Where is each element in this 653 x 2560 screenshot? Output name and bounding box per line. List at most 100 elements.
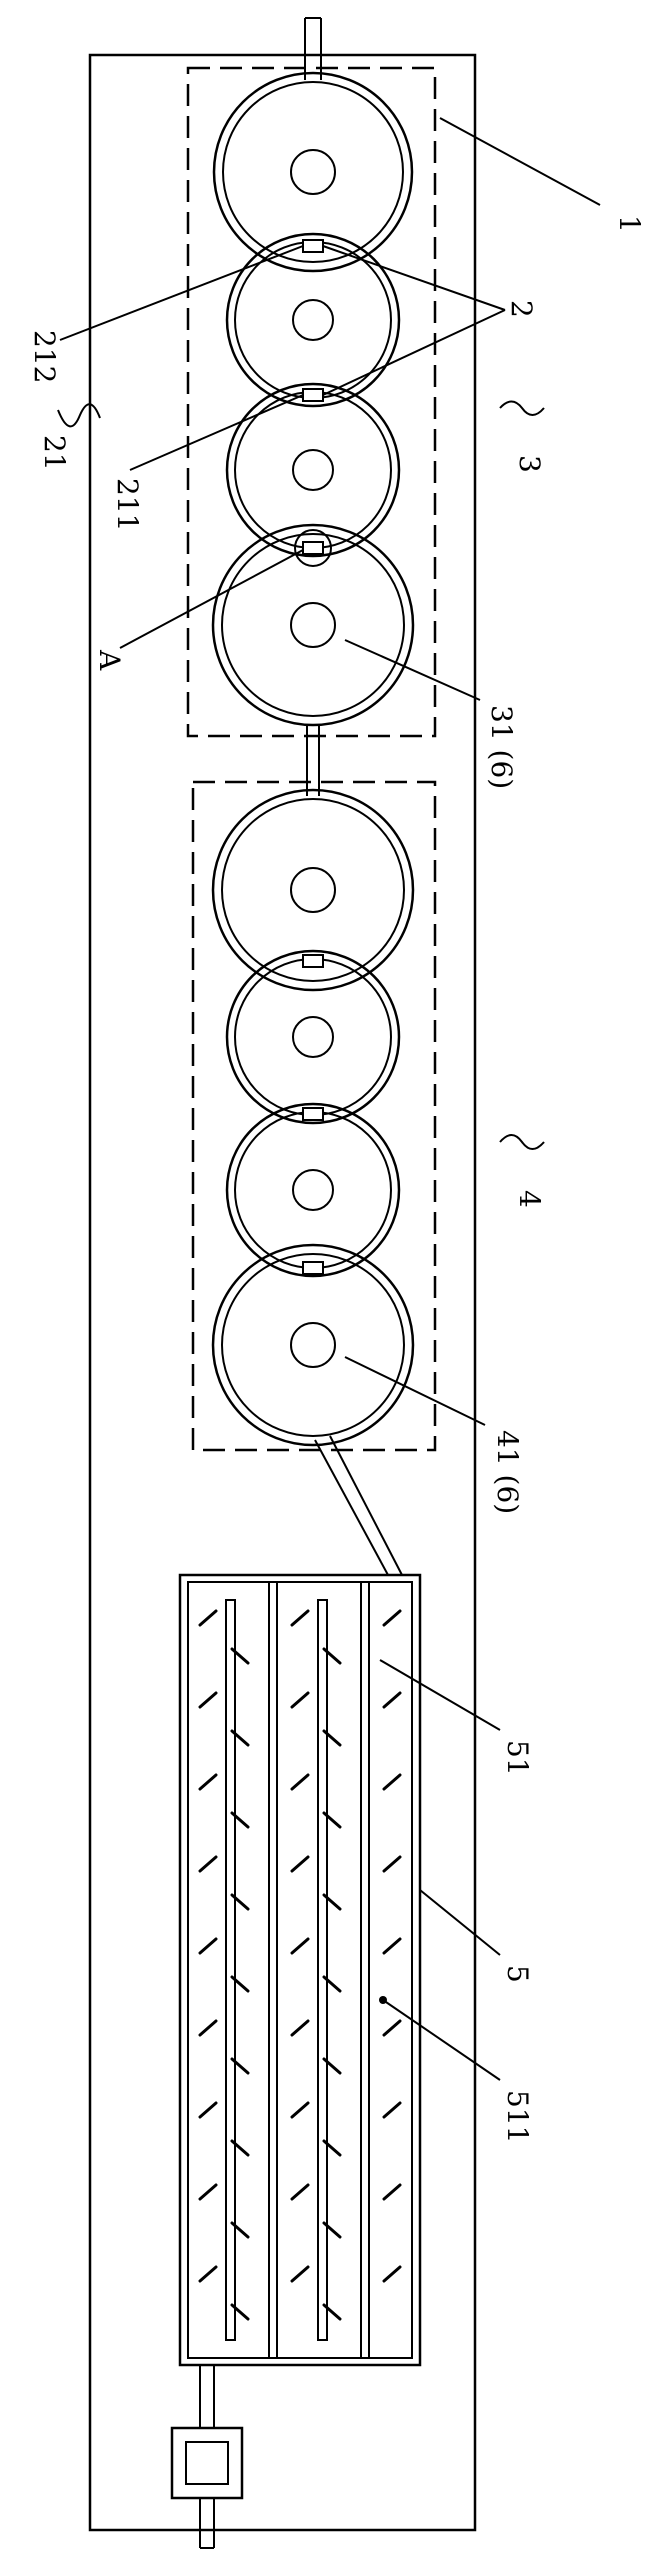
connectors-group-3 bbox=[294, 239, 332, 567]
connector bbox=[302, 954, 324, 968]
detail-A-circle bbox=[294, 529, 332, 567]
leader-2b bbox=[322, 309, 506, 396]
tank bbox=[225, 232, 401, 408]
baffle bbox=[290, 1937, 310, 1955]
baffle bbox=[382, 2265, 402, 2283]
tank-center-port bbox=[290, 602, 336, 648]
label-4: 4 bbox=[513, 1190, 546, 1208]
leader-A bbox=[119, 549, 304, 649]
connector bbox=[302, 239, 324, 253]
tank bbox=[225, 1102, 401, 1278]
label-3: 3 bbox=[513, 455, 546, 473]
baffle bbox=[198, 1691, 218, 1709]
baffle bbox=[290, 1855, 310, 1873]
tank-center-port bbox=[292, 299, 334, 341]
baffle bbox=[382, 1691, 402, 1709]
tank-center-port bbox=[290, 867, 336, 913]
leader-5 bbox=[419, 1889, 501, 1956]
baffle bbox=[382, 1855, 402, 1873]
connector bbox=[302, 1261, 324, 1275]
valve bbox=[170, 2426, 244, 2500]
baffle bbox=[322, 2303, 342, 2321]
baffle bbox=[230, 2221, 250, 2239]
leader-51 bbox=[379, 1659, 501, 1731]
label-51: 51 bbox=[501, 1740, 534, 1776]
label-41: 41 (6) bbox=[491, 1430, 524, 1514]
leader-211 bbox=[129, 394, 304, 471]
base-plate bbox=[88, 53, 477, 2532]
tank-center-port bbox=[290, 1322, 336, 1368]
label-1: 1 bbox=[613, 215, 646, 233]
connectors-group-4 bbox=[302, 954, 324, 1275]
tank bbox=[212, 71, 414, 273]
label-21: 21 bbox=[38, 435, 71, 471]
baffle bbox=[382, 2101, 402, 2119]
tank bbox=[211, 788, 415, 992]
baffle bbox=[322, 1811, 342, 1829]
leader-41 bbox=[344, 1356, 486, 1426]
baffle bbox=[230, 2303, 250, 2321]
baffle bbox=[290, 1691, 310, 1709]
leader-2a bbox=[322, 245, 506, 311]
leader-511 bbox=[382, 1999, 501, 2081]
baffle bbox=[230, 2139, 250, 2157]
tank bbox=[225, 949, 401, 1125]
baffle bbox=[322, 2057, 342, 2075]
baffle bbox=[230, 2057, 250, 2075]
diagonal-pipe bbox=[314, 1435, 403, 1576]
connector bbox=[302, 541, 324, 555]
connector bbox=[302, 1107, 324, 1121]
tank-center-port bbox=[292, 1169, 334, 1211]
label-511: 511 bbox=[501, 2090, 534, 2143]
rods bbox=[225, 1599, 328, 2341]
baffle bbox=[198, 1855, 218, 1873]
baffle bbox=[290, 1609, 310, 1627]
baffle bbox=[230, 1647, 250, 1665]
baffle bbox=[322, 2221, 342, 2239]
partitions-51 bbox=[268, 1582, 370, 2358]
tank-center-port bbox=[290, 149, 336, 195]
label-31: 31 (6) bbox=[485, 705, 518, 789]
baffle bbox=[290, 1773, 310, 1791]
group-3-boundary bbox=[186, 66, 437, 738]
baffle bbox=[290, 2101, 310, 2119]
tank bbox=[211, 1243, 415, 1447]
tank-center-port bbox=[292, 1016, 334, 1058]
baffle bbox=[382, 2019, 402, 2037]
label-A: A bbox=[93, 649, 126, 671]
baffle bbox=[382, 1773, 402, 1791]
label-2: 2 bbox=[505, 300, 538, 318]
baffle bbox=[290, 2265, 310, 2283]
labels: 1 2 212 21 211 3 A 31 (6) 4 41 (6) 51 5 … bbox=[28, 215, 646, 2143]
squiggle-3 bbox=[499, 400, 545, 416]
baffle bbox=[198, 2183, 218, 2201]
tank bbox=[211, 523, 415, 727]
connector bbox=[302, 388, 324, 402]
baffle bbox=[290, 2019, 310, 2037]
baffle bbox=[322, 1729, 342, 1747]
baffle bbox=[322, 1975, 342, 1993]
label-212: 212 bbox=[28, 330, 61, 383]
leader-212 bbox=[59, 245, 304, 341]
baffle bbox=[230, 1893, 250, 1911]
baffle bbox=[322, 1647, 342, 1665]
baffle bbox=[198, 1937, 218, 1955]
group-4-boundary bbox=[191, 780, 437, 1452]
baffle bbox=[198, 1773, 218, 1791]
link-pipe bbox=[306, 724, 320, 796]
squiggle-4 bbox=[499, 1134, 545, 1150]
baffle bbox=[198, 2101, 218, 2119]
baffle bbox=[230, 1975, 250, 1993]
leader-lines bbox=[57, 117, 601, 2081]
baffle bbox=[382, 1937, 402, 1955]
leader-31 bbox=[344, 639, 481, 701]
baffle bbox=[198, 2019, 218, 2037]
inlet-pipe bbox=[304, 17, 322, 80]
baffle bbox=[322, 2139, 342, 2157]
baffle bbox=[322, 1893, 342, 1911]
baffle bbox=[198, 1609, 218, 1627]
baffle bbox=[382, 1609, 402, 1627]
baffle bbox=[382, 2183, 402, 2201]
box-5 bbox=[178, 1573, 422, 2367]
